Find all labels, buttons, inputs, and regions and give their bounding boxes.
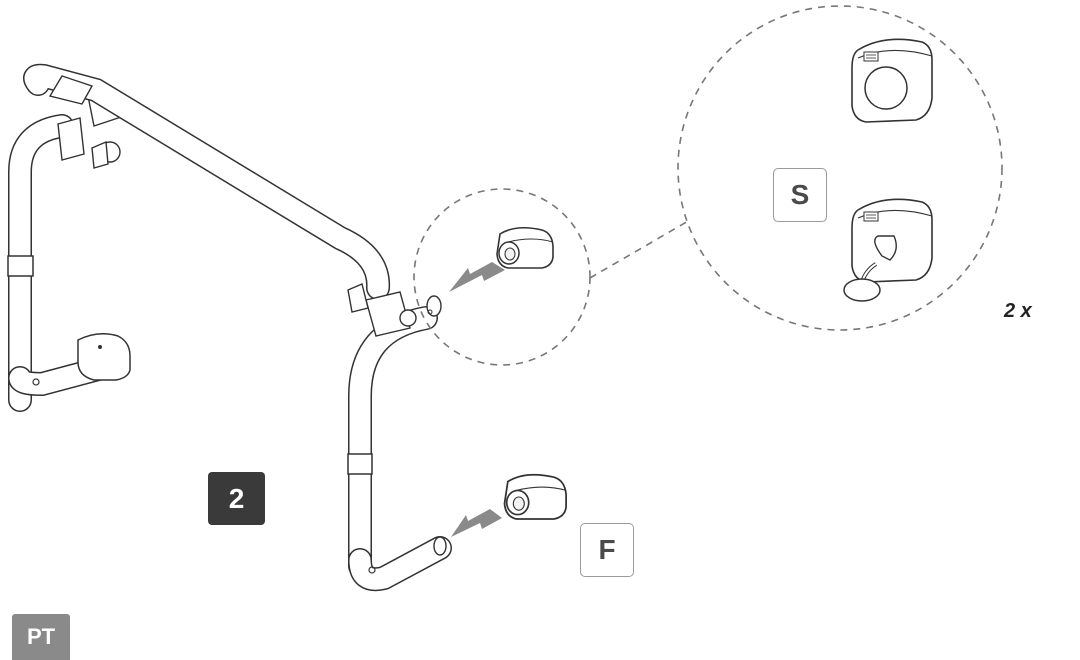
insertion-arrow-top <box>449 262 505 292</box>
frame-right <box>347 283 452 592</box>
adjustment-knob <box>851 38 933 123</box>
adjustment-knob-with-key <box>843 198 933 302</box>
foot-end-cap <box>503 473 567 520</box>
part-key-f: F <box>580 523 634 577</box>
detail-callout <box>413 5 1003 366</box>
language-badge: PT <box>12 614 70 660</box>
end-cap-small <box>496 226 554 269</box>
step-number-badge: 2 <box>208 472 265 525</box>
part-key-s: S <box>773 168 827 222</box>
handlebar <box>23 63 391 300</box>
quantity-label: 2 x <box>1004 300 1032 322</box>
insertion-arrow-bottom <box>451 509 502 537</box>
frame-left <box>7 89 131 412</box>
